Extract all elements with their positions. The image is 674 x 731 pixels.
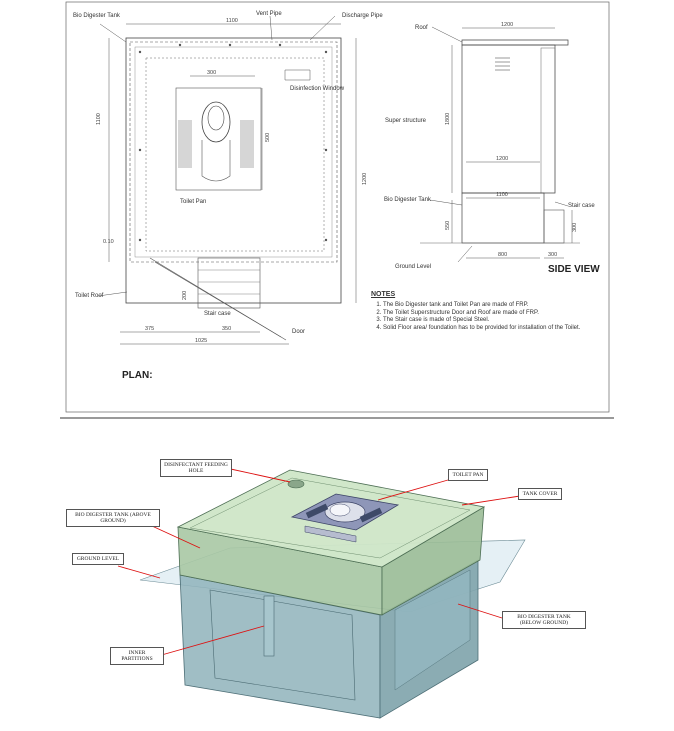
- callout-leaders: [117, 467, 521, 657]
- note-item: The Bio Digester tank and Toilet Pan are…: [383, 302, 621, 309]
- dim-side-stair: 300: [572, 223, 578, 232]
- plan-frame-outline: [134, 46, 333, 258]
- dim-plan-top: 1100: [226, 18, 238, 24]
- label-toilet-roof: Toilet Roof: [75, 293, 104, 299]
- label-toilet-pan: Toilet Pan: [180, 199, 206, 205]
- label-discharge-pipe: Discharge Pipe: [342, 13, 383, 19]
- callout-toilet-pan: Toilet Pan: [448, 469, 488, 481]
- dim-side-base: 800: [498, 252, 507, 258]
- side-view: Roof Super structure Bio Digester Tank S…: [384, 22, 600, 275]
- plan-tank-outline: [129, 41, 338, 263]
- callout-tank-below: Bio Digester Tank (Below Ground): [502, 611, 586, 629]
- plan-inner-outline: [145, 57, 325, 252]
- side-vent-slots: [495, 57, 510, 71]
- dim-small: 0.10: [103, 239, 114, 245]
- callout-tank-cover: Tank Cover: [518, 488, 562, 500]
- dim-plan-right: 1200: [362, 173, 368, 185]
- toilet-pan-hole: [207, 105, 225, 131]
- side-stair-case: [543, 209, 565, 244]
- label-ground-level: Ground Level: [395, 264, 431, 270]
- notes-title: NOTES: [371, 291, 396, 298]
- label-door: Door: [292, 329, 305, 335]
- label-super-structure: Super structure: [385, 118, 427, 124]
- plan-view: Bio Digester Tank Vent Pipe Discharge Pi…: [73, 11, 383, 381]
- foot-rest-right-3d: [359, 507, 383, 523]
- note-item: Solid Floor area/ foundation has to be p…: [383, 325, 621, 332]
- note-item: The Stair case is made of Special Steel.: [383, 317, 621, 324]
- dim-pan-height: 500: [265, 133, 271, 142]
- side-view-title: SIDE VIEW: [548, 264, 600, 275]
- toilet-pan-front: [201, 140, 231, 182]
- side-tank: [461, 192, 545, 244]
- side-roof: [461, 39, 569, 46]
- label-side-stair-case: Stair case: [568, 203, 595, 209]
- dim-side-tank: 1100: [496, 192, 508, 198]
- notes-block: NOTES The Bio Digester tank and Toilet P…: [371, 291, 621, 332]
- label-side-roof: Roof: [415, 25, 428, 31]
- dim-plan-left: 1100: [96, 113, 102, 125]
- foot-rest-right: [240, 120, 254, 168]
- dim-side-top: 1200: [501, 22, 513, 28]
- dim-bottom-mid: 350: [222, 326, 231, 332]
- label-vent-pipe: Vent Pipe: [256, 11, 282, 17]
- stair-case-outline: [197, 257, 261, 309]
- toilet-pan-bowl: [201, 101, 231, 143]
- dim-side-stair-width: 300: [548, 252, 557, 258]
- dim-bottom-left: 375: [145, 326, 154, 332]
- dim-bottom-total: 1025: [195, 338, 207, 344]
- toilet-pan-outline: [175, 87, 262, 191]
- inner-partition-outline: [209, 589, 356, 701]
- disinfectant-feeding-hole: [287, 479, 305, 489]
- inner-partition-wall: [263, 595, 275, 657]
- label-disinfection-window: Disinfection Window: [290, 86, 345, 92]
- notes-list: The Bio Digester tank and Toilet Pan are…: [371, 302, 621, 331]
- plan-title: PLAN:: [122, 370, 153, 381]
- label-stair-case: Stair case: [204, 311, 231, 317]
- callout-tank-above: Bio Digester Tank (Above Ground): [66, 509, 160, 527]
- foot-rest-left: [178, 120, 192, 168]
- isometric-view: [117, 467, 526, 719]
- disinfection-window: [284, 69, 311, 81]
- plan-outer-outline: [125, 37, 342, 304]
- label-bio-digester-tank: Bio Digester Tank: [73, 13, 121, 19]
- dim-side-height: 1800: [445, 113, 451, 125]
- foot-rest-left-3d: [305, 503, 329, 519]
- dim-pan-width: 300: [207, 70, 216, 76]
- note-item: The Toilet Superstructure Door and Roof …: [383, 310, 621, 317]
- callout-disinfectant: Disinfectant Feeding Hole: [160, 459, 232, 477]
- drawing-frame: [65, 1, 610, 413]
- dim-side-inner: 1200: [496, 156, 508, 162]
- callout-inner-partitions: Inner Partitions: [110, 647, 164, 665]
- callout-ground-level: Ground Level: [72, 553, 124, 565]
- dim-side-depth: 550: [445, 221, 451, 230]
- dim-stair-height: 200: [182, 291, 188, 300]
- label-side-bio-digester-tank: Bio Digester Tank: [384, 197, 432, 203]
